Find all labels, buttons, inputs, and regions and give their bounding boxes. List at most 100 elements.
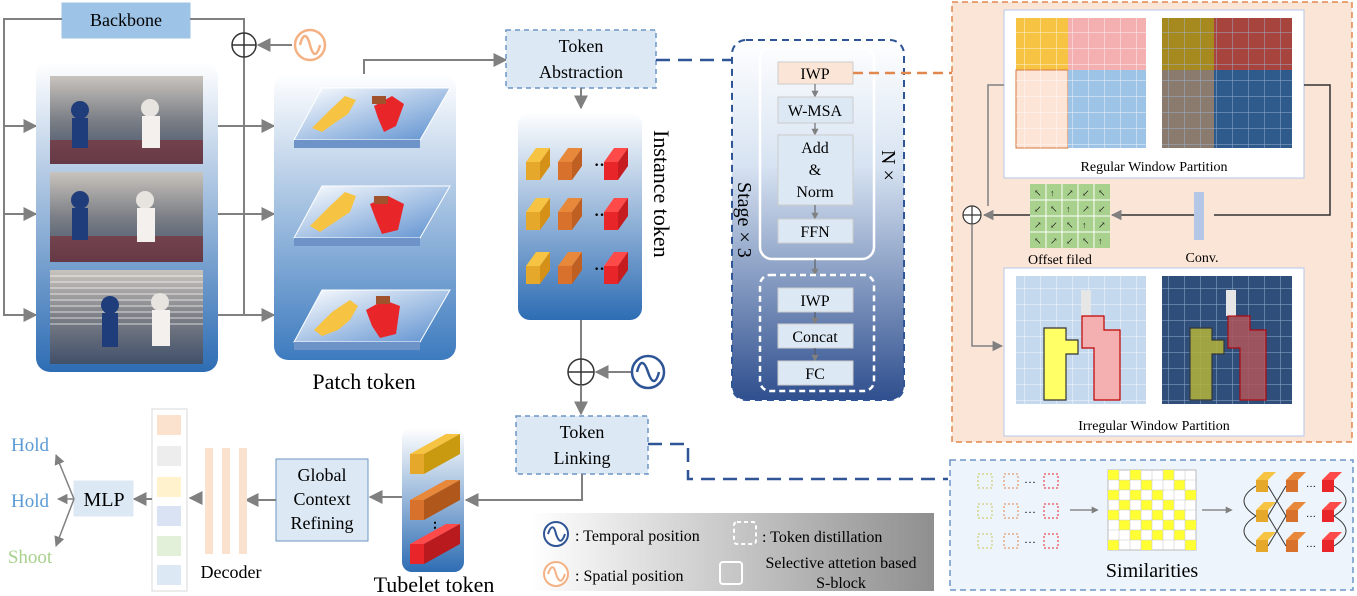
svg-text:↑: ↑ [1098, 236, 1103, 246]
svg-text:···: ··· [1306, 512, 1316, 523]
patch-plate-3 [293, 289, 451, 350]
regular-to-conv-line [1214, 84, 1331, 216]
legend-box [530, 513, 934, 591]
svg-text:↙: ↙ [1082, 188, 1090, 198]
stage-label: Stage × 3 [733, 182, 755, 258]
output-label-3: Shoot [8, 547, 53, 568]
svg-text:↖: ↖ [1034, 188, 1042, 198]
linked-tubelets: ··· ··· ··· [1243, 472, 1347, 553]
fc-box [777, 360, 854, 386]
conv-layer [1194, 192, 1204, 240]
patch-token-label: Patch token [312, 369, 415, 394]
sum-icon [962, 205, 982, 225]
token-linking-line1: Token [560, 422, 605, 442]
s-block-iwp-box [777, 287, 854, 313]
token-linking-line2: Linking [554, 448, 611, 468]
input-frame-3 [50, 270, 203, 364]
legend-distillation-swatch [733, 521, 757, 545]
output-label-1: Hold [11, 435, 50, 456]
conv-label: Conv. [1186, 251, 1219, 266]
legend-selective-swatch [719, 561, 743, 585]
fc-label: FC [805, 366, 825, 383]
regular-grid-left [1015, 18, 1146, 149]
backbone-label: Backbone [90, 10, 162, 30]
transformer-block-outline [758, 45, 876, 261]
decoder-layers [205, 448, 247, 554]
tubelet-token-stack: ⋮ [410, 434, 460, 564]
temporal-wave-icon [630, 354, 666, 390]
token-abstraction-line2: Abstraction [539, 62, 623, 82]
similarities-label: Similarities [1106, 560, 1198, 582]
svg-text:↖: ↖ [1034, 236, 1042, 246]
sum-to-irregular-arrow [971, 224, 1004, 352]
concat-label: Concat [792, 329, 838, 346]
global-context-box [275, 458, 369, 542]
legend-distillation-text: : Token distillation [762, 529, 882, 546]
ffn-label: FFN [800, 224, 830, 241]
svg-text:↗: ↗ [1050, 236, 1058, 246]
add-norm-box [777, 134, 854, 206]
add-norm-line3: Norm [796, 184, 834, 201]
irregular-grid-left [1016, 276, 1146, 404]
spatial-wave-icon [293, 28, 327, 62]
mlp-output-arrows [54, 454, 75, 547]
legend-spatial-text: : Spatial position [575, 568, 683, 585]
temporal-wave-icon [543, 521, 569, 547]
legend-temporal-text: : Temporal position [575, 528, 700, 545]
svg-text:↑: ↑ [1066, 204, 1071, 214]
instance-token-row-3: ··· [526, 252, 628, 284]
instance-token-row-1: ··· [526, 148, 628, 180]
regular-window-label: Regular Window Partition [1081, 160, 1228, 175]
patch-plate-1 [293, 87, 451, 148]
legend-selective-line2: S-block [816, 575, 866, 592]
svg-text:↗: ↗ [1082, 204, 1090, 214]
svg-text:···: ··· [1306, 542, 1316, 553]
svg-text:↖: ↖ [1050, 204, 1058, 214]
svg-text:···: ··· [1024, 505, 1036, 519]
svg-text:↖: ↖ [1066, 220, 1074, 230]
add-norm-line1: Add [801, 140, 829, 157]
tubelet-token-label: Tubelet token [374, 572, 495, 596]
offset-field-grid: ↖↑↗↙↖ ↙↖↑↗↙ ↗↙↖↑↗ ↖↗↙↖↑ [1030, 184, 1110, 248]
global-context-line3: Refining [291, 513, 354, 533]
svg-text:↙: ↙ [1034, 204, 1042, 214]
input-frame-2 [50, 172, 203, 262]
spatial-wave-icon [543, 561, 569, 587]
svg-text:···: ··· [1306, 482, 1316, 493]
regular-feedback-line [987, 84, 1004, 206]
svg-text:↖: ↖ [1082, 236, 1090, 246]
svg-text:↗: ↗ [1034, 220, 1042, 230]
svg-text:↙: ↙ [1066, 236, 1074, 246]
offset-field-label: Offset filed [1028, 253, 1092, 268]
svg-text:↖: ↖ [1098, 188, 1106, 198]
wmsa-label: W-MSA [788, 103, 843, 120]
svg-text:↗: ↗ [1066, 188, 1074, 198]
svg-text:···: ··· [1024, 535, 1036, 549]
iwp-block-label: IWP [800, 66, 829, 83]
patch-plate-2 [293, 185, 451, 246]
decoder-label: Decoder [201, 562, 262, 582]
global-context-line1: Global [298, 465, 347, 485]
instance-token-row-2: ··· [526, 198, 628, 230]
s-block-iwp-label: IWP [800, 293, 829, 310]
linking-similarities-connector [648, 442, 948, 481]
instance-token-label: Instance token [649, 130, 674, 258]
token-linking-box [515, 415, 649, 475]
sum-icon [231, 32, 257, 58]
token-abstraction-box [505, 29, 657, 89]
svg-text:↙: ↙ [1050, 220, 1058, 230]
sum-icon [567, 358, 595, 386]
regular-grid-right [1162, 18, 1292, 148]
similarity-matrix [1107, 469, 1197, 551]
input-frame-1 [50, 76, 203, 164]
irregular-grid-right [1162, 276, 1292, 404]
global-context-line2: Context [294, 489, 351, 509]
n-times-label: N × [877, 150, 899, 181]
ffn-box [777, 218, 854, 244]
backbone-feedback-lines [3, 18, 276, 322]
svg-text:↙: ↙ [1098, 204, 1106, 214]
svg-text:···: ··· [1024, 475, 1036, 489]
query-embedding-column [151, 408, 188, 592]
